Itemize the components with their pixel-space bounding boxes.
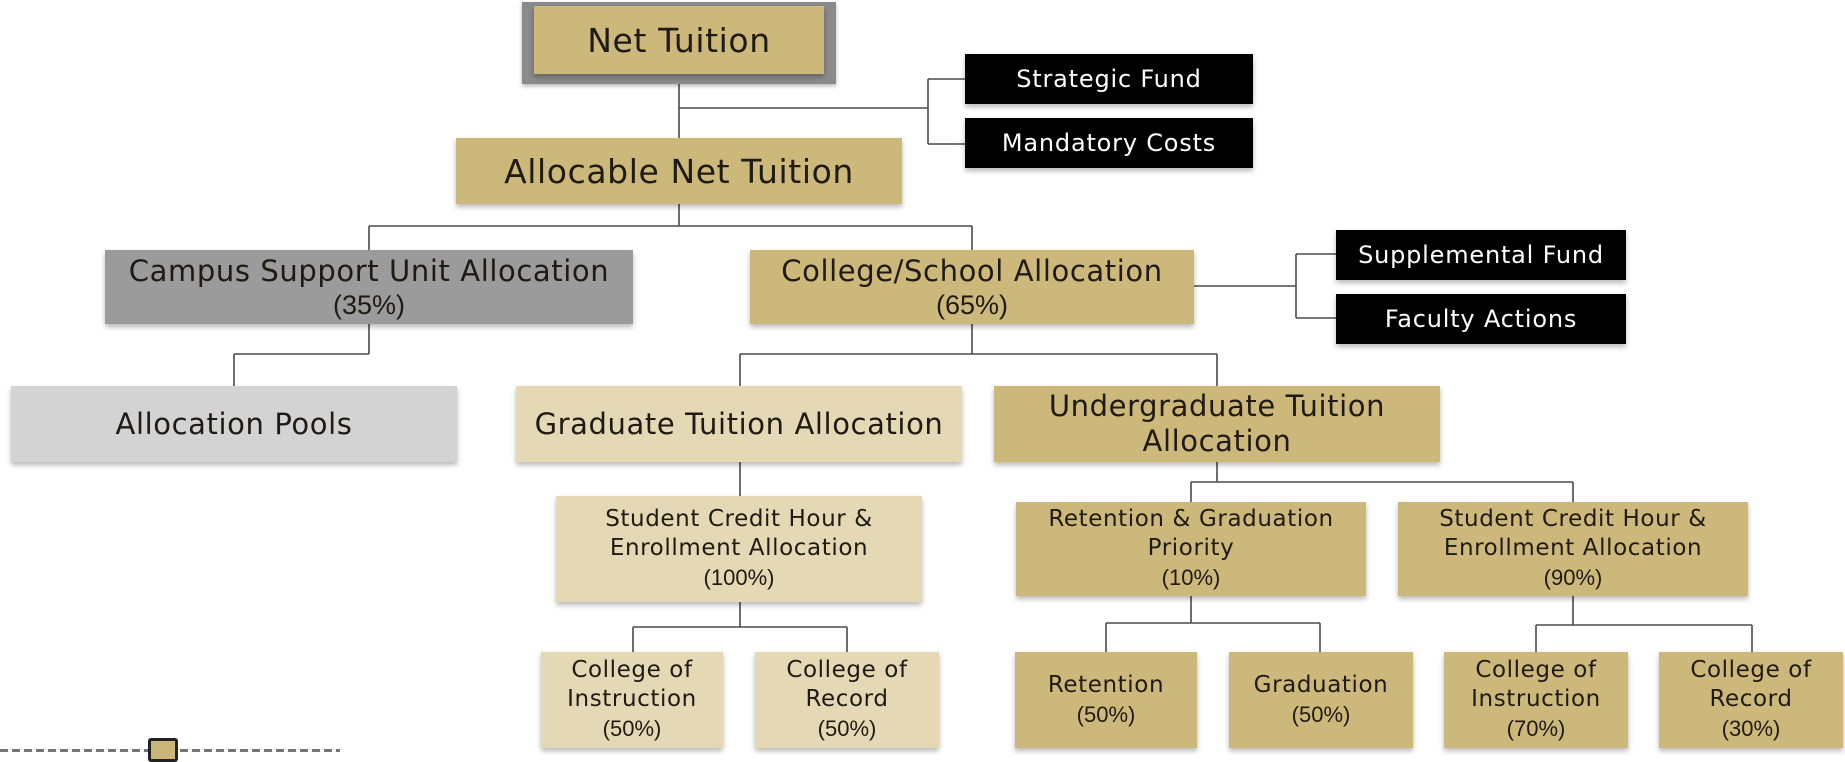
strategic-fund-label: Strategic Fund	[1016, 65, 1202, 93]
grad-college-record-line1: College of	[786, 657, 908, 683]
campus-support-label: Campus Support Unit Allocation	[128, 253, 610, 288]
ug-sch-enrollment-line2: Enrollment Allocation	[1443, 535, 1703, 561]
grad-college-instruction-pct: (50%)	[602, 716, 662, 741]
college-school-label: College/School Allocation	[781, 253, 1163, 288]
ug-college-record-pct: (30%)	[1721, 716, 1781, 741]
graduation-pct: (50%)	[1291, 701, 1351, 727]
faculty-actions-box: Faculty Actions	[1336, 294, 1626, 344]
graduation-label: Graduation	[1253, 671, 1389, 698]
university-logo-icon	[148, 738, 178, 762]
grad-college-instruction-line2: Instruction	[567, 686, 697, 712]
ug-college-instruction-line2: Instruction	[1471, 686, 1601, 712]
ug-college-instruction-pct: (70%)	[1506, 716, 1566, 741]
allocable-net-tuition-box: Allocable Net Tuition	[456, 138, 902, 204]
retention-box: Retention (50%)	[1015, 652, 1197, 748]
college-school-pct: (65%)	[935, 289, 1009, 320]
grad-college-instruction-box: College of Instruction (50%)	[541, 652, 723, 748]
retention-graduation-line2: Priority	[1147, 535, 1235, 561]
retention-graduation-box: Retention & Graduation Priority (10%)	[1016, 502, 1366, 596]
net-tuition-label: Net Tuition	[587, 20, 771, 60]
net-tuition-box: Net Tuition	[534, 6, 824, 74]
grad-college-record-box: College of Record (50%)	[755, 652, 939, 748]
graduate-tuition-box: Graduate Tuition Allocation	[516, 386, 962, 462]
ug-college-record-line2: Record	[1709, 686, 1793, 712]
faculty-actions-label: Faculty Actions	[1384, 305, 1578, 333]
grad-sch-enrollment-line2: Enrollment Allocation	[609, 535, 869, 561]
grad-college-instruction-line1: College of	[571, 657, 693, 683]
grad-sch-enrollment-box: Student Credit Hour & Enrollment Allocat…	[556, 496, 922, 602]
campus-support-pct: (35%)	[332, 289, 406, 320]
allocable-net-tuition-label: Allocable Net Tuition	[504, 151, 854, 191]
ug-sch-enrollment-pct: (90%)	[1543, 565, 1603, 590]
supplemental-fund-label: Supplemental Fund	[1358, 241, 1604, 269]
allocation-pools-box: Allocation Pools	[11, 386, 457, 462]
mandatory-costs-box: Mandatory Costs	[965, 118, 1253, 168]
grad-college-record-pct: (50%)	[817, 716, 877, 741]
ug-college-instruction-box: College of Instruction (70%)	[1444, 652, 1628, 748]
graduation-box: Graduation (50%)	[1229, 652, 1413, 748]
mandatory-costs-label: Mandatory Costs	[1001, 129, 1217, 157]
strategic-fund-box: Strategic Fund	[965, 54, 1253, 104]
college-school-box: College/School Allocation (65%)	[750, 250, 1194, 324]
undergraduate-tuition-box: Undergraduate Tuition Allocation	[994, 386, 1440, 462]
undergraduate-tuition-line1: Undergraduate Tuition	[1048, 389, 1386, 423]
grad-sch-enrollment-pct: (100%)	[703, 565, 775, 590]
retention-graduation-line1: Retention & Graduation	[1048, 506, 1334, 532]
retention-pct: (50%)	[1076, 701, 1136, 727]
ug-college-record-line1: College of	[1690, 657, 1812, 683]
allocation-pools-label: Allocation Pools	[115, 407, 353, 441]
retention-label: Retention	[1047, 671, 1165, 698]
ug-sch-enrollment-box: Student Credit Hour & Enrollment Allocat…	[1398, 502, 1748, 596]
grad-sch-enrollment-line1: Student Credit Hour &	[605, 506, 873, 532]
campus-support-box: Campus Support Unit Allocation (35%)	[105, 250, 633, 324]
ug-college-instruction-line1: College of	[1475, 657, 1597, 683]
ug-sch-enrollment-line1: Student Credit Hour &	[1439, 506, 1707, 532]
undergraduate-tuition-line2: Allocation	[1142, 424, 1292, 458]
retention-graduation-pct: (10%)	[1161, 565, 1221, 590]
supplemental-fund-box: Supplemental Fund	[1336, 230, 1626, 280]
grad-college-record-line2: Record	[805, 686, 889, 712]
ug-college-record-box: College of Record (30%)	[1659, 652, 1843, 748]
graduate-tuition-label: Graduate Tuition Allocation	[534, 407, 944, 441]
